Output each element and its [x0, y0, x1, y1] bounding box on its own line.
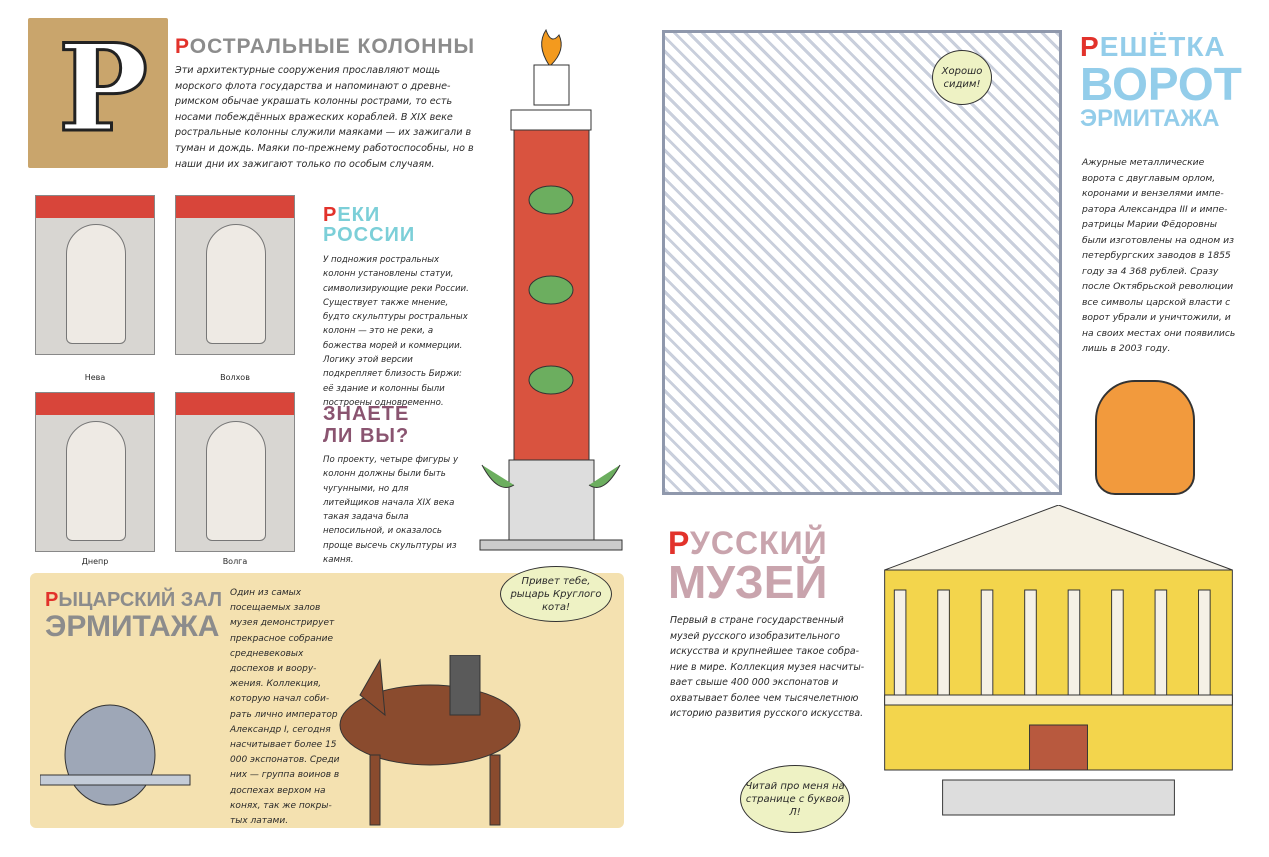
- statue-volkhov: [175, 195, 295, 355]
- title-initial: Р: [175, 35, 190, 58]
- cat-illustration: [1095, 380, 1195, 495]
- didyouknow-title: Знаете ли вы?: [323, 403, 410, 447]
- didyouknow-section: Знаете ли вы? По проекту, четыре фи­гуры…: [323, 403, 463, 567]
- knights-text: Один из самых посещае­мых залов музея де…: [230, 588, 340, 827]
- title-initial: Р: [668, 525, 690, 561]
- rostral-column-illustration: [479, 28, 623, 551]
- knights-title: Рыцарский зал Эрмитажа: [45, 590, 225, 642]
- rostral-text: Эти архитектурные сооружения прославляют…: [175, 65, 474, 170]
- title-rest: остральные колонны: [189, 35, 476, 58]
- rivers-section: Реки России У подножия ростральных колон…: [323, 205, 473, 410]
- museum-text: Первый в стране государственный музей ру…: [670, 615, 865, 719]
- statue-neva: [35, 195, 155, 355]
- statue-dnepr: [35, 392, 155, 552]
- title-initial: Р: [323, 204, 338, 226]
- speech-bubble: Читай про меня на странице с буквой Л!: [740, 765, 850, 833]
- title-initial: Р: [1080, 31, 1100, 62]
- rostral-title: Ростральные колонны: [175, 36, 475, 57]
- title-rest: усский: [689, 525, 828, 561]
- title-initial: Р: [45, 589, 59, 611]
- title-rest: ворот: [1080, 58, 1242, 110]
- statue-volga: [175, 392, 295, 552]
- statue-caption: Нева: [84, 373, 106, 382]
- rivers-text: У подножия ростральных колонн установлен…: [323, 255, 469, 408]
- hermitage-gate-illustration: [662, 30, 1062, 495]
- statue-caption: Волхов: [220, 373, 250, 382]
- statue-caption: Днепр: [81, 557, 109, 566]
- title-rest: Эрмитажа: [45, 610, 220, 643]
- knight-illustration: [40, 655, 521, 826]
- gate-text: Ажурные металлические ворота с двуглавым…: [1082, 157, 1236, 354]
- russian-museum-illustration: [884, 505, 1233, 816]
- statue-caption: Волга: [222, 557, 248, 566]
- title-rest: Эрмитажа: [1080, 105, 1220, 132]
- speech-bubble: Хорошо сидим!: [932, 50, 992, 105]
- letter-tile: [28, 18, 168, 168]
- title-rest: еки России: [323, 204, 416, 246]
- rostral-section: Ростральные колонны Эти архитектурные со…: [175, 36, 475, 172]
- title-rest: ешётка: [1099, 31, 1226, 62]
- title-rest: музей: [668, 556, 828, 608]
- rivers-title: Реки России: [323, 205, 473, 245]
- didyouknow-text: По проекту, четыре фи­гуры у колонн долж…: [323, 455, 459, 566]
- gate-title: Решётка ворот Эрмитажа: [1080, 33, 1250, 131]
- museum-title: Русский музей: [668, 527, 868, 605]
- chapter-letter: Р: [56, 17, 149, 161]
- title-rest: ыцарский зал: [58, 589, 223, 611]
- speech-bubble: Привет тебе, рыцарь Круглого кота!: [500, 566, 612, 622]
